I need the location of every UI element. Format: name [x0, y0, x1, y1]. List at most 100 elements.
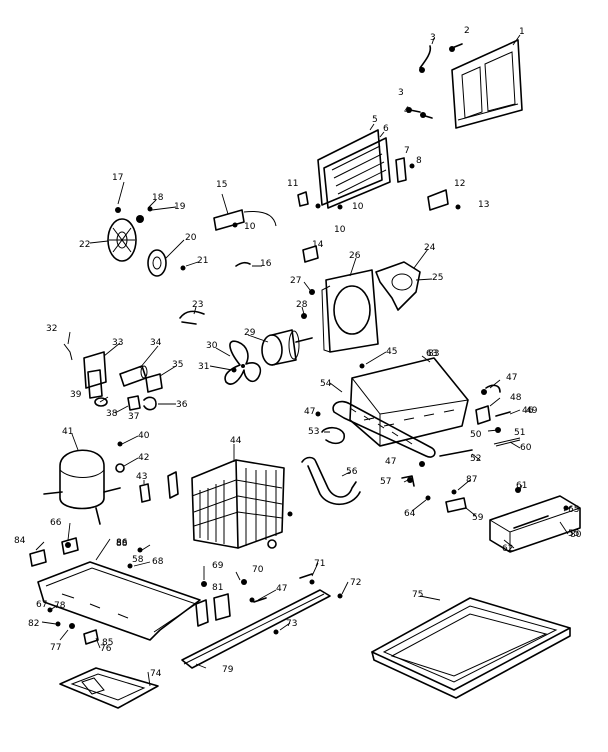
- callout-30: 30: [206, 341, 218, 351]
- callout-28: 28: [296, 300, 308, 310]
- callout-58: 58: [132, 555, 144, 565]
- callout-19: 19: [174, 202, 186, 212]
- small-tray-part: [59, 667, 159, 709]
- callout-76: 76: [100, 644, 112, 654]
- callout-69: 69: [212, 561, 224, 571]
- callout-43: 43: [136, 472, 147, 482]
- callout-21: 21: [197, 256, 208, 266]
- callout-62: 62: [502, 544, 513, 554]
- callout-15: 15: [216, 180, 227, 190]
- callout-81: 81: [212, 583, 223, 593]
- switch-housing-part: [63, 343, 163, 411]
- callout-18: 18: [152, 193, 164, 203]
- fan-shroud-part: [309, 269, 379, 353]
- leader-lines: [35, 181, 573, 687]
- callout-14: 14: [312, 240, 324, 250]
- callout-41: 41: [62, 427, 73, 437]
- callout-63: 63: [426, 349, 437, 359]
- callout-36: 36: [176, 400, 188, 410]
- callout-87: 87: [466, 475, 477, 485]
- fan-blade-part: [224, 340, 262, 385]
- clamp-rail-part: [332, 400, 436, 458]
- callout-47: 47: [506, 373, 517, 383]
- callout-64: 64: [404, 509, 416, 519]
- grommet-part: [315, 411, 345, 445]
- callout-50: 50: [470, 430, 482, 440]
- callout-47: 47: [385, 457, 396, 467]
- callout-27: 27: [290, 276, 301, 286]
- large-tray-part: [371, 597, 571, 699]
- callout-60: 60: [520, 443, 532, 453]
- blower-wheel-part: [107, 206, 186, 277]
- mounting-bracket-part: [213, 209, 277, 231]
- motor-mount-part: [375, 261, 421, 311]
- callout-25: 25: [432, 273, 443, 283]
- fastener-part: [47, 607, 99, 645]
- callout-40: 40: [138, 431, 150, 441]
- callout-10: 10: [244, 222, 256, 232]
- callout-51: 51: [514, 428, 525, 438]
- callout-47: 47: [276, 584, 287, 594]
- callout-38: 38: [106, 409, 118, 419]
- callout-42: 42: [138, 453, 149, 463]
- callout-29: 29: [244, 328, 256, 338]
- wire-clip-part: [419, 37, 435, 73]
- callout-44: 44: [230, 436, 242, 446]
- callout-4: 4: [404, 106, 410, 116]
- mounting-hardware-part: [195, 579, 267, 627]
- callout-35: 35: [172, 360, 183, 370]
- callout-5: 5: [372, 115, 378, 125]
- front-panel-part: [451, 34, 523, 129]
- callout-17: 17: [112, 173, 123, 183]
- callout-32: 32: [46, 324, 57, 334]
- side-bracket-part: [489, 487, 581, 553]
- callout-68: 68: [152, 557, 164, 567]
- callout-73: 73: [286, 619, 297, 629]
- callout-83: 83: [428, 349, 439, 359]
- small-hardware-part: [401, 384, 521, 513]
- callout-52: 52: [470, 454, 481, 464]
- drain-tube-part: [301, 456, 361, 506]
- condenser-coil-part: [167, 459, 293, 549]
- callout-31: 31: [198, 362, 209, 372]
- callout-34: 34: [150, 338, 162, 348]
- callout-1: 1: [519, 27, 525, 37]
- callout-13: 13: [478, 200, 489, 210]
- callout-11: 11: [287, 179, 298, 189]
- callout-33: 33: [112, 338, 123, 348]
- callout-78: 78: [54, 601, 66, 611]
- callout-26: 26: [349, 251, 361, 261]
- support-rail-part: [181, 573, 343, 669]
- fan-motor-part: [261, 313, 313, 366]
- callout-74: 74: [150, 669, 162, 679]
- callout-86: 86: [116, 538, 128, 548]
- callout-2: 2: [464, 26, 470, 36]
- callout-10: 10: [352, 202, 364, 212]
- callout-24: 24: [424, 243, 436, 253]
- callout-82: 82: [28, 619, 39, 629]
- callout-47: 47: [304, 407, 315, 417]
- callout-56: 56: [346, 467, 358, 477]
- callout-37: 37: [128, 412, 139, 422]
- callout-79: 79: [222, 665, 234, 675]
- callout-57: 57: [380, 477, 391, 487]
- callout-65: 65: [568, 505, 579, 515]
- callout-77: 77: [50, 643, 61, 653]
- callout-72: 72: [350, 578, 361, 588]
- callout-8: 8: [416, 156, 422, 166]
- callout-6: 6: [383, 124, 389, 134]
- callout-61: 61: [516, 481, 527, 491]
- callout-67: 67: [36, 600, 47, 610]
- callout-46: 46: [522, 406, 534, 416]
- callout-20: 20: [185, 233, 197, 243]
- callout-23: 23: [192, 300, 203, 310]
- evaporator-coil-part: [317, 123, 391, 209]
- bracket-part: [297, 157, 415, 210]
- callout-3: 3: [430, 33, 436, 43]
- callout-7: 7: [404, 146, 410, 156]
- callout-39: 39: [70, 390, 82, 400]
- clip-part: [179, 245, 319, 325]
- callout-49: 49: [526, 406, 538, 416]
- callout-45: 45: [386, 347, 397, 357]
